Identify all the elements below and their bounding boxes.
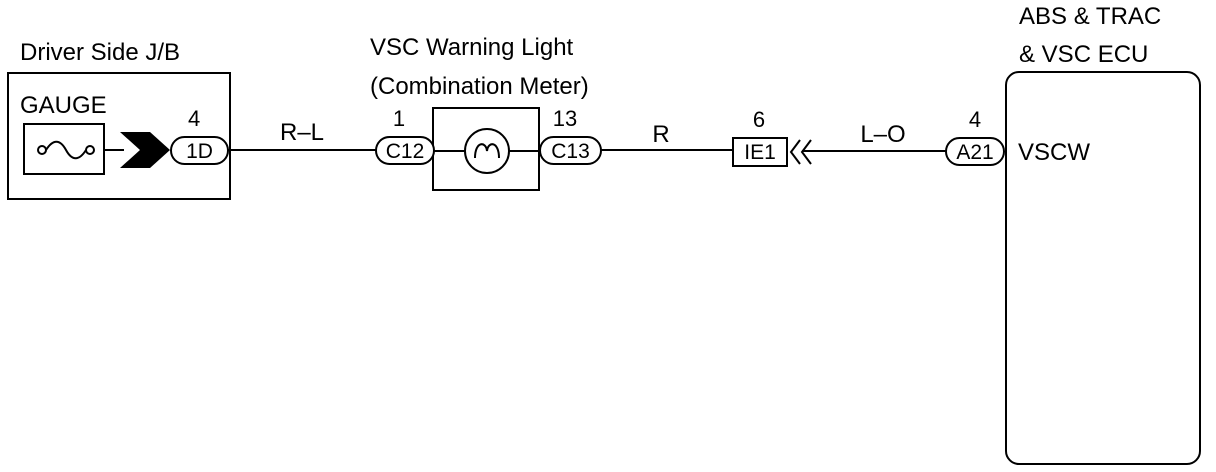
bulb-icon [464, 128, 510, 174]
light-title-line2: (Combination Meter) [370, 73, 589, 100]
ecu-title-line1: ABS & TRAC [1019, 3, 1161, 30]
jb-title: Driver Side J/B [20, 39, 180, 66]
light-left-pin: 1 [393, 106, 405, 131]
fuse-label: GAUGE [20, 92, 107, 119]
connector-chevron-icon [120, 132, 170, 168]
connector-c12-label: C12 [386, 140, 425, 163]
ecu-title-line2: & VSC ECU [1019, 41, 1148, 68]
fuse-icon [37, 140, 95, 160]
light-right-pin: 13 [553, 106, 577, 131]
wire-r-label: R [652, 121, 669, 148]
connector-ie1-box [732, 137, 788, 167]
ecu-pin-number: 4 [969, 107, 981, 132]
junction-block-box [7, 72, 231, 200]
jb-pin-number: 4 [188, 106, 200, 131]
connector-a21-label: A21 [956, 141, 993, 164]
connector-ie1-label: IE1 [744, 141, 776, 164]
junction-pin: 6 [753, 107, 765, 132]
connector-c13-label: C13 [551, 140, 590, 163]
wire-r-l-label: R–L [280, 119, 324, 146]
ecu-terminal-label: VSCW [1018, 139, 1090, 166]
light-title-line1: VSC Warning Light [370, 34, 574, 61]
connector-a21-pill [945, 137, 1005, 166]
connector-c12-pill [375, 136, 435, 165]
connector-1d-label: 1D [186, 140, 213, 163]
ecu-box [1005, 71, 1201, 465]
wire-l-o-label: L–O [860, 121, 905, 148]
fuse-box [23, 123, 105, 175]
